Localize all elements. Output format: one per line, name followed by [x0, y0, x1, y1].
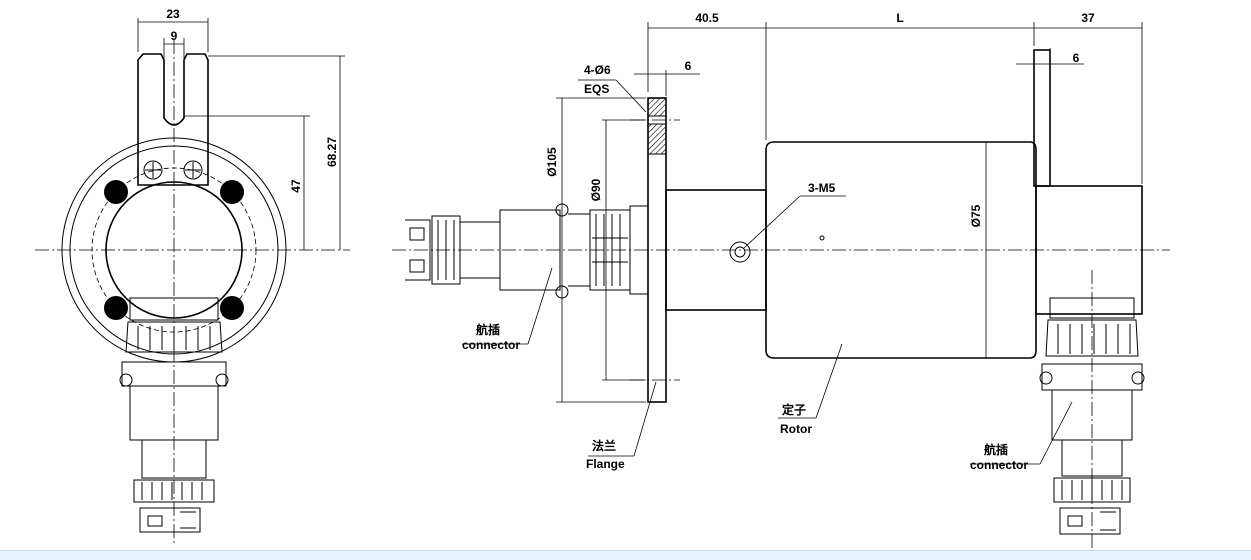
flange-inner-circle	[69, 145, 279, 355]
dim-dia-90: Ø90	[589, 119, 646, 381]
dim-23-label: 23	[166, 7, 180, 21]
dim-37-label: 37	[1081, 11, 1095, 25]
rotor-label-cn: 定子	[782, 402, 806, 417]
mount-hole-tl	[104, 180, 128, 204]
hole-callout-count: 4-Ø6	[584, 63, 611, 77]
dim-23: 23	[137, 7, 209, 52]
flange-hole-hatch-mid	[647, 123, 667, 155]
m5-hole	[729, 241, 751, 263]
hole-callout-eqs: EQS	[584, 82, 609, 96]
front-connector	[119, 297, 229, 533]
dim-6-flange-label: 6	[685, 59, 692, 73]
flange-label-cn: 法兰	[592, 438, 616, 453]
rear-bracket	[1033, 49, 1051, 187]
end-view: 航插 connector	[970, 270, 1145, 552]
slotted-bracket	[137, 53, 209, 186]
connector-label: 航插 connector	[462, 267, 553, 352]
connector-label-en: connector	[462, 338, 520, 352]
dim-L: L	[766, 11, 1035, 46]
side-view: 40.5 L 37 6 6 4-Ø6 EQS	[392, 11, 1170, 471]
thread-callout: 3-M5	[743, 181, 846, 249]
dim-6-bracket-label: 6	[1073, 51, 1080, 65]
dim-L-label: L	[896, 11, 903, 25]
mount-hole-br	[220, 296, 244, 320]
dim-9-label: 9	[171, 29, 178, 43]
dim-dia-75-label: Ø75	[969, 204, 983, 227]
bottom-strip	[0, 550, 1251, 560]
dim-47-label: 47	[289, 179, 303, 193]
end-connector	[1039, 297, 1145, 535]
front-view: 23 9 47 68.27	[35, 7, 350, 545]
bracket-screw-left	[143, 160, 163, 180]
end-connector-label-cn: 航插	[984, 442, 1008, 457]
dim-6-bracket: 6	[1016, 48, 1084, 65]
end-connector-label-en: connector	[970, 458, 1028, 472]
rotor-label: 定子 Rotor	[778, 343, 843, 436]
flange-hole-hatch-top	[647, 97, 667, 117]
end-connector-label: 航插 connector	[970, 401, 1073, 472]
side-connector	[405, 203, 649, 299]
thread-callout-label: 3-M5	[808, 181, 836, 195]
dim-6-flange: 6	[634, 59, 700, 96]
flange-label: 法兰 Flange	[586, 381, 657, 471]
dim-6827-label: 68.27	[325, 137, 339, 167]
mount-hole-tr	[220, 180, 244, 204]
dim-40-5-label: 40.5	[695, 11, 719, 25]
hole-callout: 4-Ø6 EQS	[578, 63, 647, 113]
dim-40-5: 40.5	[647, 11, 767, 140]
rotor-body	[765, 141, 1143, 359]
mount-hole-bl	[104, 296, 128, 320]
dim-9: 9	[163, 29, 185, 60]
dim-dia-90-label: Ø90	[589, 178, 603, 201]
bracket-screw-right	[183, 160, 203, 180]
dim-dia-105-label: Ø105	[545, 147, 559, 177]
dim-dia-75: Ø75	[969, 142, 987, 358]
connector-label-cn: 航插	[476, 322, 500, 337]
flange-label-en: Flange	[586, 457, 625, 471]
housing-circle	[105, 181, 243, 319]
dim-6827: 68.27	[208, 55, 345, 250]
dim-37: 37	[1034, 11, 1143, 184]
rotor-label-en: Rotor	[780, 422, 812, 436]
dim-dia-105: Ø105	[545, 97, 646, 403]
dim-47: 47	[184, 115, 310, 250]
